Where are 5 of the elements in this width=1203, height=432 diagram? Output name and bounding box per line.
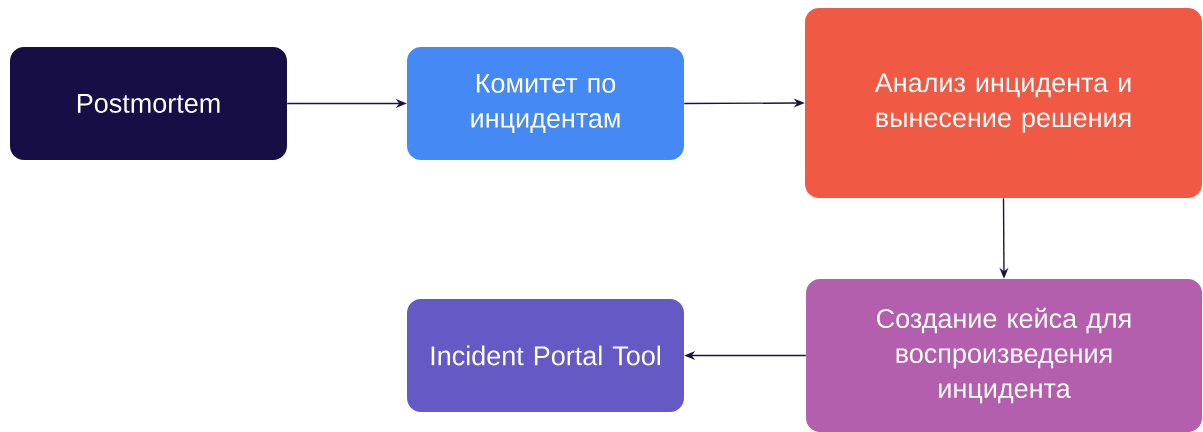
process-box: Анализ инцидента и вынесение решения	[805, 8, 1202, 198]
process-box: Комитет по инцидентам	[407, 47, 684, 160]
process-box: Postmortem	[10, 47, 287, 160]
process-box: Incident Portal Tool	[407, 299, 684, 412]
process-box: Создание кейса для воспроизведения инцидента	[806, 279, 1202, 432]
